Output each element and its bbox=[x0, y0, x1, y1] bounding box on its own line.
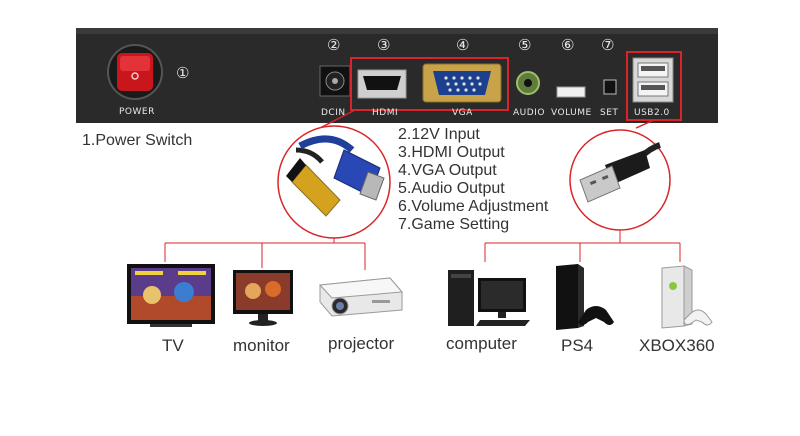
port-number-set: ⑦ bbox=[601, 36, 615, 54]
device-label-ps4: PS4 bbox=[561, 336, 594, 355]
device-label-xbox360: XBOX360 bbox=[639, 336, 715, 355]
ps4-icon bbox=[556, 264, 614, 330]
volume-slider bbox=[556, 86, 586, 98]
power-number: ① bbox=[176, 64, 190, 82]
device-label-tv: TV bbox=[162, 336, 184, 355]
device-label-monitor: monitor bbox=[233, 336, 290, 355]
computer-icon bbox=[448, 270, 530, 326]
port-label-hdmi: HDMI bbox=[372, 108, 399, 118]
device-label-projector: projector bbox=[328, 334, 395, 353]
port-label-set: SET bbox=[600, 108, 619, 118]
tv-icon bbox=[127, 264, 215, 327]
port-label-vga: VGA bbox=[452, 108, 473, 118]
usb-callout-line bbox=[635, 119, 655, 129]
port-number-audio: ⑤ bbox=[518, 36, 532, 54]
usb-branch-lines bbox=[484, 230, 681, 262]
usb-ports bbox=[632, 57, 674, 103]
xbox360-icon bbox=[661, 265, 713, 329]
port-number-hdmi: ③ bbox=[377, 36, 391, 54]
legend-item-hdmi-output: 3.HDMI Output bbox=[398, 144, 505, 161]
legend-item-volume-adjustment: 6.Volume Adjustment bbox=[398, 198, 549, 215]
audio-jack bbox=[516, 71, 540, 95]
port-label-usb: USB2.0 bbox=[634, 108, 670, 118]
hdmi-port bbox=[357, 69, 407, 99]
dc-jack bbox=[319, 65, 351, 97]
legend-item-vga-output: 4.VGA Output bbox=[398, 162, 497, 179]
cable-callout-circle bbox=[277, 125, 391, 239]
vga-port bbox=[422, 63, 502, 103]
legend-item-12v-input: 2.12V Input bbox=[398, 126, 480, 143]
port-label-audio: AUDIO bbox=[513, 108, 545, 118]
video-callout-line bbox=[319, 109, 356, 129]
legend-item-audio-output: 5.Audio Output bbox=[398, 180, 505, 197]
set-button bbox=[603, 79, 617, 95]
port-number-dcin: ② bbox=[327, 36, 341, 54]
legend-item-game-setting: 7.Game Setting bbox=[398, 216, 510, 233]
projector-icon bbox=[318, 277, 404, 317]
usb-callout-circle bbox=[569, 129, 671, 231]
panel-highlight bbox=[76, 28, 718, 34]
power-switch bbox=[107, 44, 163, 100]
video-branch-lines bbox=[164, 238, 366, 270]
port-number-volume: ⑥ bbox=[561, 36, 575, 54]
monitor-icon bbox=[233, 270, 293, 326]
legend-list: 2.12V Input 3.HDMI Output 4.VGA Output 5… bbox=[398, 126, 548, 234]
legend-item-power-switch: 1.Power Switch bbox=[82, 132, 193, 149]
video-ports-highlight bbox=[350, 57, 509, 111]
device-label-computer: computer bbox=[446, 334, 517, 353]
port-number-vga: ④ bbox=[456, 36, 470, 54]
port-label-dcin: DCIN bbox=[321, 108, 346, 118]
port-label-volume: VOLUME bbox=[551, 108, 592, 118]
power-label: POWER bbox=[119, 107, 155, 117]
